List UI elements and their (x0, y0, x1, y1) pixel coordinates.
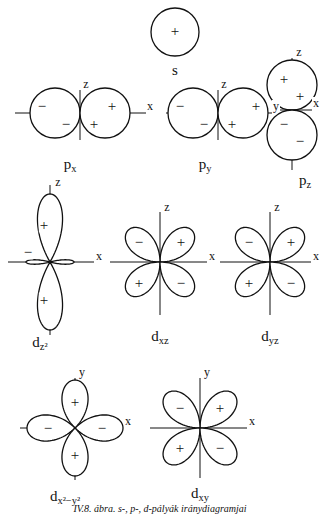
axis-label: x (248, 415, 256, 427)
sign-label: + (279, 72, 289, 87)
sign-label: + (176, 235, 186, 250)
sign-label: + (134, 276, 144, 291)
sign-label: − (61, 117, 71, 132)
orbital-lines (8, 8, 317, 480)
orbital-lobe (160, 227, 195, 262)
sign-label: + (39, 293, 49, 308)
orbital-lobe (62, 428, 88, 476)
axis-label: z (273, 201, 280, 213)
sign-label: − (176, 276, 186, 291)
sign-label: − (244, 235, 254, 250)
lobe-circle (267, 110, 317, 160)
orbital-lobe (163, 391, 200, 428)
orbital-name: dxz (150, 329, 169, 347)
orbital-lobe (37, 194, 62, 262)
sign-label: + (215, 401, 225, 416)
orbital-name: dxy (190, 486, 210, 504)
orbital-lobe (270, 227, 305, 262)
orbital-name: pz (298, 173, 312, 191)
sign-label: + (295, 89, 305, 104)
orbital-name: py (198, 157, 213, 175)
axis-label: y (272, 100, 280, 112)
sign-label: + (244, 276, 254, 291)
axis-label: x (124, 415, 132, 427)
sign-label: + (227, 117, 237, 132)
orbital-name: dz² (31, 335, 48, 353)
lobe-circle (80, 88, 130, 138)
lobe-circle (30, 88, 80, 138)
sign-label: − (199, 117, 209, 132)
orbital-lobe (50, 260, 74, 264)
orbital-lobe (160, 262, 195, 297)
sign-label: − (175, 401, 185, 416)
axis-label: z (220, 78, 227, 90)
orbital-lobe (37, 262, 62, 330)
orbital-lobe (235, 227, 270, 262)
figure-caption: IV.8. ábra. s-, p-, d-pályák iránydiagra… (73, 504, 246, 514)
sign-label: − (215, 441, 225, 456)
sign-label: − (23, 245, 33, 260)
sign-label: − (134, 235, 144, 250)
axis-label: x (312, 97, 320, 109)
sign-label: + (70, 448, 80, 463)
axis-label: z (54, 176, 61, 188)
orbital-lobe (200, 428, 237, 465)
sign-label: + (39, 218, 49, 233)
orbital-lobe (200, 391, 237, 428)
orbital-lobe (26, 260, 50, 264)
sign-label: + (175, 441, 185, 456)
sign-label: − (43, 421, 53, 436)
orbital-name: s (171, 63, 179, 78)
axis-label: y (203, 366, 211, 378)
axis-label: x (146, 100, 154, 112)
orbital-lobe (125, 227, 160, 262)
lobe-circle (218, 88, 268, 138)
sign-label: + (170, 24, 180, 39)
orbital-lobe (125, 262, 160, 297)
axis-label: y (78, 366, 86, 378)
sign-label: − (97, 421, 107, 436)
sign-label: + (70, 395, 80, 410)
sign-label: + (107, 99, 117, 114)
sign-label: + (89, 117, 99, 132)
axis-label: x (208, 250, 216, 262)
sign-label: − (279, 117, 289, 132)
axis-label: z (163, 201, 170, 213)
sign-label: − (295, 134, 305, 149)
axis-label: x (312, 250, 320, 262)
sign-label: − (37, 99, 47, 114)
axis-label: z (82, 78, 89, 90)
sign-label: − (175, 99, 185, 114)
axis-label: z (295, 46, 302, 58)
lobe-circle (168, 88, 218, 138)
lobe-circle (151, 8, 199, 56)
sign-label: + (251, 99, 261, 114)
sign-label: − (286, 276, 296, 291)
sign-label: + (286, 235, 296, 250)
orbital-lobe (270, 262, 305, 297)
orbital-lobe (163, 428, 200, 465)
axis-label: x (95, 250, 103, 262)
orbital-lobe (235, 262, 270, 297)
orbital-name: px (63, 157, 78, 175)
orbital-name: dyz (260, 329, 279, 347)
